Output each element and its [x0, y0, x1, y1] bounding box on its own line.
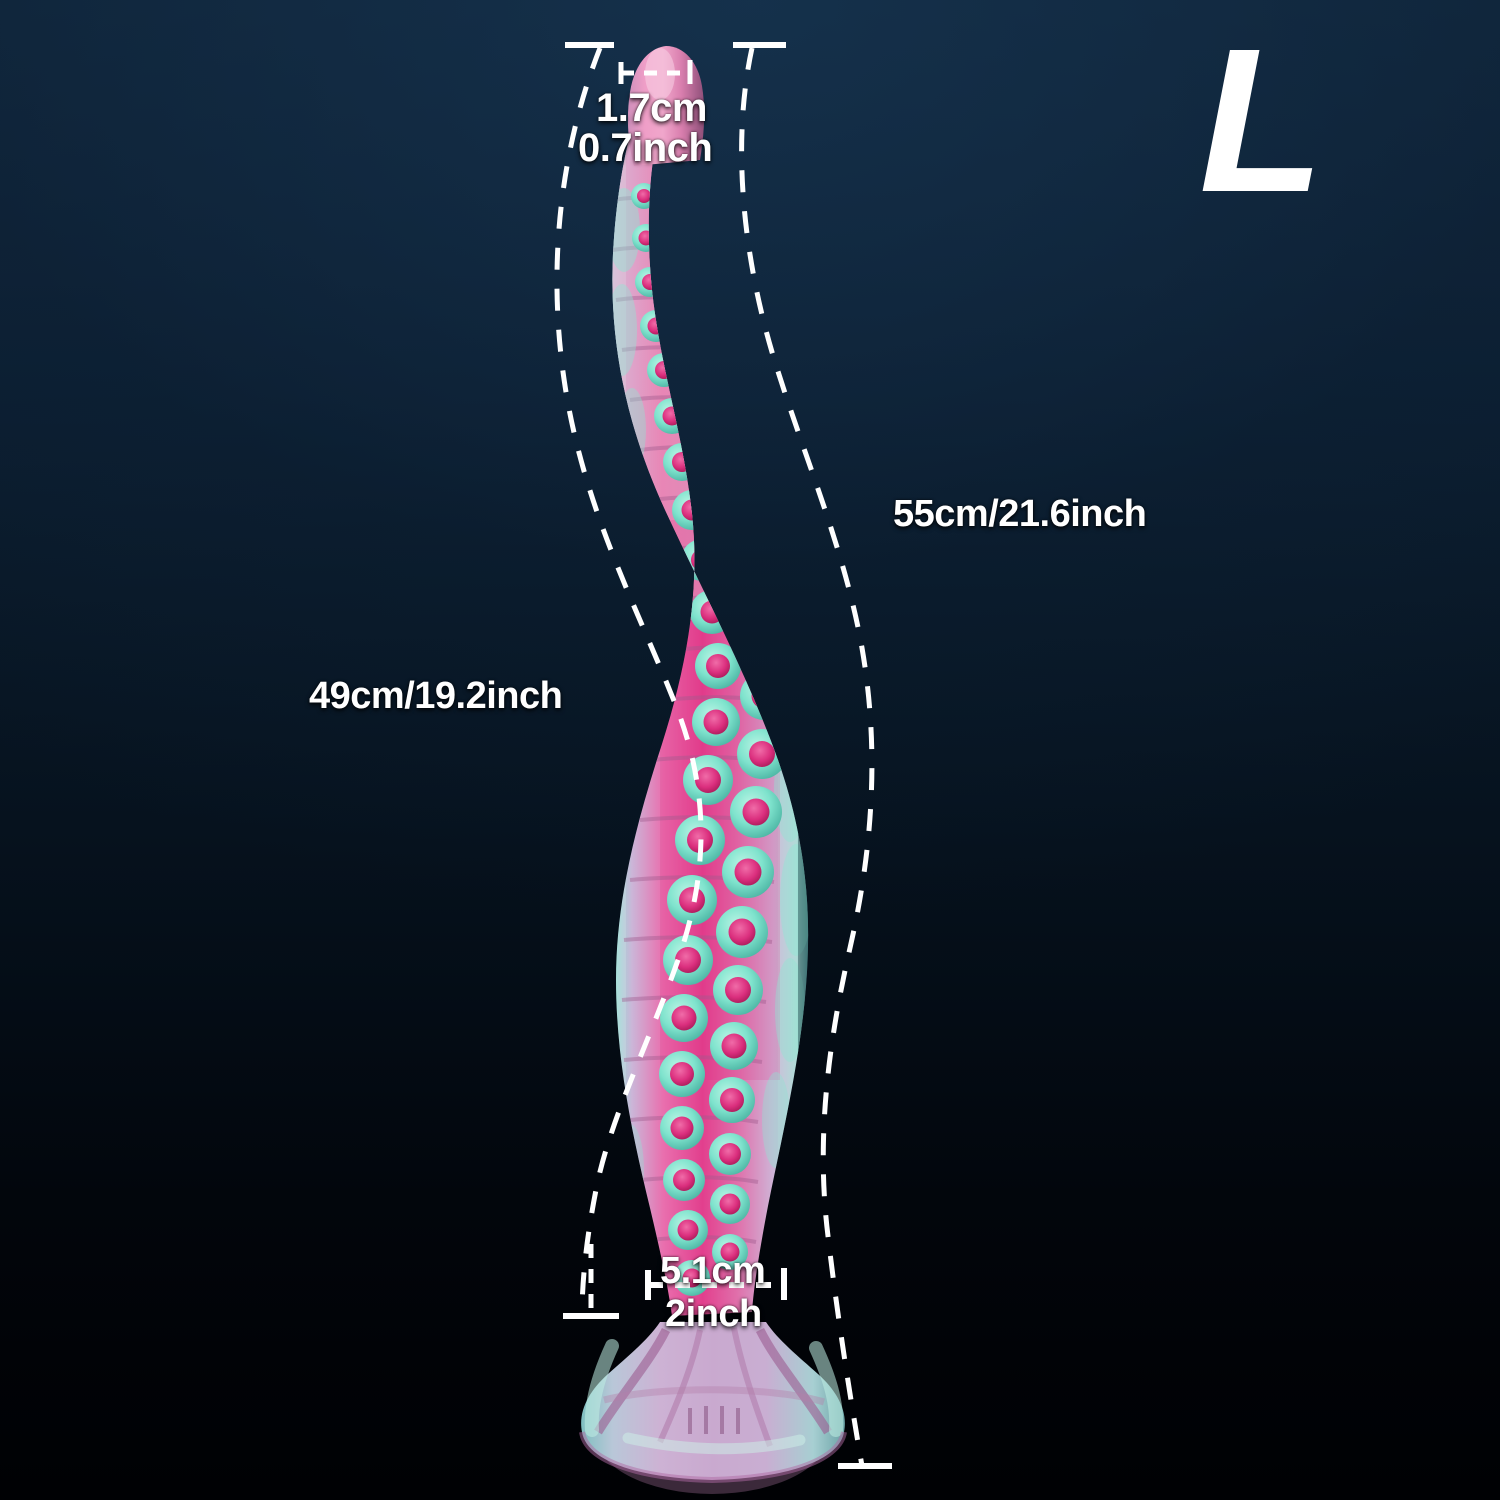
guide-line-right: [739, 47, 875, 1467]
label-tip-width-cm: 1.7cm: [596, 86, 707, 130]
size-badge: L: [1199, 6, 1324, 235]
label-insertable-length: 49cm/19.2inch: [309, 675, 563, 717]
dimension-base-width: [645, 1268, 787, 1300]
label-base-width-cm: 5.1cm: [660, 1250, 766, 1292]
guide-line-left: [554, 47, 704, 1317]
label-total-length: 55cm/21.6inch: [893, 493, 1147, 535]
label-tip-width-inch: 0.7inch: [578, 126, 713, 170]
dimension-tip-width: [618, 60, 693, 84]
label-base-width-inch: 2inch: [665, 1293, 762, 1335]
